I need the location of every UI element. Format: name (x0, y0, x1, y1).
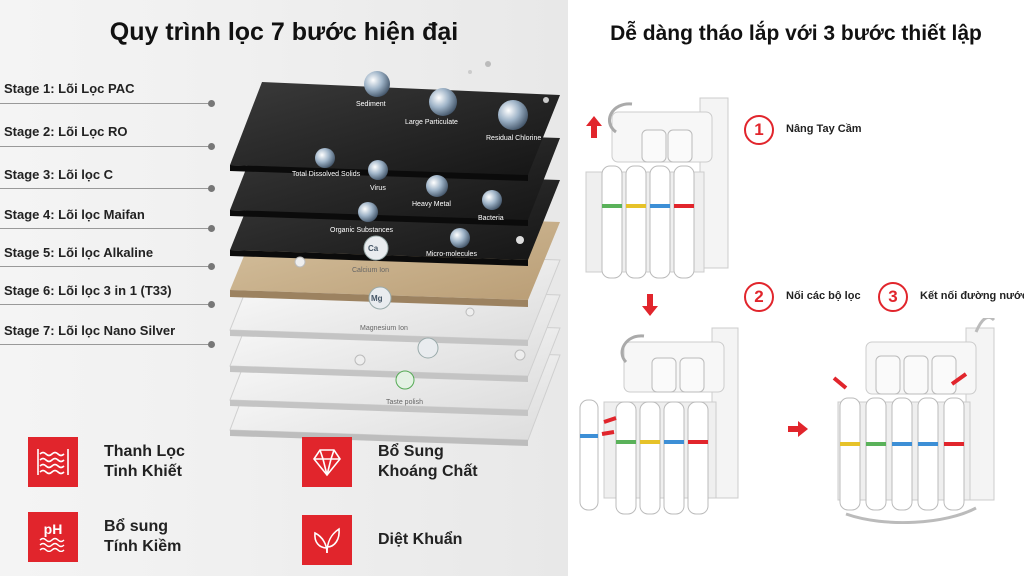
feature-minerals-line2: Khoáng Chất (378, 463, 478, 480)
stage-3-dot (208, 185, 215, 192)
ca-bubble-2 (417, 337, 439, 359)
stage-6-dot (208, 301, 215, 308)
stage-7-dot (208, 341, 215, 348)
purifier-unit-step2 (579, 327, 739, 515)
feature-antibacterial-line1: Diệt Khuẩn (378, 531, 463, 548)
mineral-crystal-icon (302, 437, 352, 487)
stage-4-label: Stage 4: Lõi lọc Maifan (4, 207, 145, 222)
stage-6-leader (0, 304, 210, 305)
feature-minerals-text: Bổ Sung Khoáng Chất (378, 442, 508, 482)
ph-icon: pH (28, 512, 78, 562)
sediment-bubble (364, 71, 390, 97)
filtration-title: Quy trình lọc 7 bước hiện đại (109, 18, 459, 46)
stage-7-label: Stage 7: Lõi lọc Nano Silver (4, 323, 176, 338)
organic-label: Organic Substances (330, 227, 394, 234)
stage-5-dot (208, 263, 215, 270)
feature-alkaline-line2: Tính Kiềm (104, 538, 182, 555)
purifier-unit-step3 (832, 318, 996, 524)
stage-5-leader (0, 266, 210, 267)
stage-4-leader (0, 228, 210, 229)
layer-1-black (230, 82, 560, 181)
organic-bubble (358, 202, 378, 222)
filter-layers-illustration: Sediment Large Particulate Residual Chlo… (229, 61, 561, 446)
feature-minerals-line1: Bổ Sung (378, 443, 444, 460)
micro-molecules-bubble (450, 228, 470, 248)
feature-alkaline-line1: Bổ sung (104, 518, 168, 535)
bacteria-label: Bacteria (478, 215, 504, 222)
residual-chlorine-label: Residual Chlorine (486, 135, 541, 142)
stage-3-leader (0, 188, 210, 189)
virus-bubble (368, 160, 388, 180)
installation-title: Dễ dàng tháo lắp với 3 bước thiết lập (610, 22, 982, 45)
feature-purify-line2: Tinh Khiết (104, 463, 182, 480)
feature-minerals: Bổ Sung Khoáng Chất (302, 437, 508, 487)
stage-1-dot (208, 100, 215, 107)
heavy-metal-bubble (426, 175, 448, 197)
right-arrow-icon (788, 421, 808, 437)
stage-2-dot (208, 143, 215, 150)
calcium-label: Calcium Ion (352, 267, 389, 274)
virus-label: Virus (370, 185, 386, 192)
magnesium-bubble (368, 286, 392, 310)
mg-symbol: Mg (371, 294, 383, 303)
step-3-label: Kết nối đường nước (920, 290, 1024, 302)
stage-1-leader (0, 103, 210, 104)
calcium-bubble (363, 235, 389, 261)
water-waves-icon (28, 437, 78, 487)
ca-symbol: Ca (368, 244, 379, 253)
tds-bubble (315, 148, 335, 168)
stage-7-leader (0, 344, 210, 345)
taste-polish-label: Taste polish (386, 399, 423, 406)
magnesium-label: Magnesium Ion (360, 325, 408, 332)
stage-1-label: Stage 1: Lõi Lọc PAC (4, 81, 135, 96)
step-1-badge: 1 (744, 115, 774, 145)
bacteria-bubble (482, 190, 502, 210)
large-particulate-label: Large Particulate (405, 119, 458, 126)
feature-antibacterial: Diệt Khuẩn (302, 515, 508, 565)
stage-2-label: Stage 2: Lõi Lọc RO (4, 124, 128, 139)
feature-purify-text: Thanh Lọc Tinh Khiết (104, 442, 234, 482)
feature-purify-line1: Thanh Lọc (104, 443, 185, 460)
lift-arrow-icon (586, 116, 602, 138)
large-particulate-bubble (429, 88, 457, 116)
residual-chlorine-bubble (498, 100, 528, 130)
stage-3-label: Stage 3: Lõi lọc C (4, 167, 114, 182)
step-3-badge: 3 (878, 282, 908, 312)
micro-molecules-label: Micro-molecules (426, 251, 477, 258)
taste-polish-bubble (395, 370, 415, 390)
feature-purify: Thanh Lọc Tinh Khiết (28, 437, 234, 487)
step-2-label: Nối các bộ lọc (786, 290, 861, 302)
sediment-label: Sediment (356, 101, 386, 108)
stage-5-label: Stage 5: Lõi lọc Alkaline (4, 245, 154, 260)
ph-text: pH (43, 521, 63, 537)
leaf-icon (302, 515, 352, 565)
step-1-label: Nâng Tay Cầm (786, 123, 862, 135)
tds-label: Total Dissolved Solids (292, 171, 361, 178)
step-2-badge: 2 (744, 282, 774, 312)
feature-alkaline-text: Bổ sung Tính Kiềm (104, 517, 234, 557)
filtration-panel: Sediment Large Particulate Residual Chlo… (0, 0, 568, 576)
contaminant-bubbles (294, 61, 549, 390)
down-arrow-icon (642, 294, 658, 316)
stage-2-leader (0, 146, 210, 147)
feature-antibacterial-text: Diệt Khuẩn (378, 530, 508, 550)
stage-4-dot (208, 225, 215, 232)
purifier-unit-step1 (585, 97, 729, 279)
feature-alkaline: pH Bổ sung Tính Kiềm (28, 512, 234, 562)
stage-6-label: Stage 6: Lõi lọc 3 in 1 (T33) (4, 283, 172, 298)
heavy-metal-label: Heavy Metal (412, 201, 451, 208)
